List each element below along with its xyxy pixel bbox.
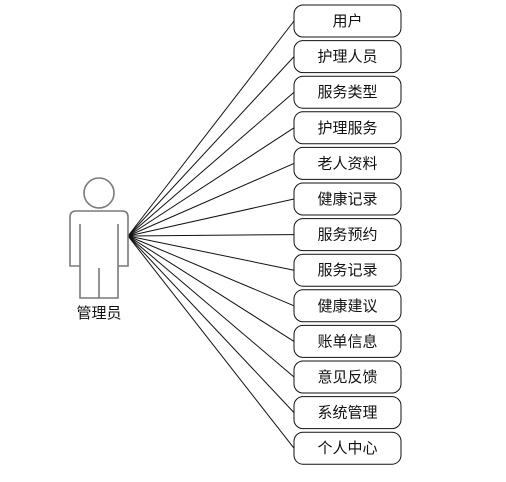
use-case-label: 服务记录 (317, 261, 377, 279)
association-line (127, 56, 295, 237)
association-line (127, 235, 295, 449)
use-case-label: 服务预约 (317, 226, 377, 244)
use-case-shape (293, 218, 402, 252)
use-case-list: 用户护理人员服务类型护理服务老人资料健康记录服务预约服务记录健康建议账单信息意见… (293, 4, 402, 465)
use-case-box: 服务预约 (293, 218, 402, 252)
association-lines (127, 20, 295, 449)
use-case-box: 服务记录 (293, 253, 402, 287)
use-case-box: 账单信息 (293, 324, 402, 358)
use-case-label: 意见反馈 (317, 368, 377, 386)
use-case-box: 健康建议 (293, 289, 402, 323)
use-case-box: 老人资料 (293, 146, 402, 180)
use-case-label: 系统管理 (317, 404, 377, 422)
use-case-label: 老人资料 (317, 154, 377, 172)
actor-label: 管理员 (76, 304, 121, 322)
use-case-shape (293, 324, 402, 358)
use-case-box: 系统管理 (293, 396, 402, 430)
use-case-shape (293, 360, 402, 394)
use-case-label: 健康建议 (317, 297, 377, 315)
association-line (127, 198, 295, 237)
use-case-box: 个人中心 (293, 431, 402, 465)
use-case-label: 护理服务 (317, 119, 377, 137)
use-case-shape (293, 40, 402, 74)
use-case-box: 护理服务 (293, 111, 402, 145)
use-case-box: 服务类型 (293, 75, 402, 109)
use-case-label: 护理人员 (317, 48, 377, 66)
association-line (127, 235, 295, 271)
use-case-label: 健康记录 (317, 190, 377, 208)
use-case-box: 健康记录 (293, 182, 402, 216)
use-case-shape (293, 253, 402, 287)
use-case-shape (293, 4, 402, 38)
use-case-label: 个人中心 (317, 439, 377, 457)
association-line (127, 234, 295, 237)
association-line (127, 235, 295, 307)
use-case-shape (293, 396, 402, 430)
use-case-shape (293, 75, 402, 109)
use-case-label: 服务类型 (317, 83, 377, 101)
association-line (127, 235, 295, 342)
association-line (127, 91, 295, 237)
use-case-shape (293, 289, 402, 323)
use-case-shape (293, 146, 402, 180)
use-case-shape (293, 431, 402, 465)
use-case-shape (293, 111, 402, 145)
use-case-label: 账单信息 (317, 332, 377, 350)
use-case-box: 意见反馈 (293, 360, 402, 394)
use-case-label: 用户 (332, 12, 362, 30)
association-line (127, 162, 295, 237)
use-case-box: 用户 (293, 4, 402, 38)
person-icon (69, 177, 129, 299)
actor-admin: 管理员 (69, 177, 129, 322)
use-case-shape (293, 182, 402, 216)
association-line (127, 235, 295, 413)
association-line (127, 20, 295, 237)
association-line (127, 235, 295, 378)
association-line (127, 127, 295, 237)
use-case-box: 护理人员 (293, 40, 402, 74)
